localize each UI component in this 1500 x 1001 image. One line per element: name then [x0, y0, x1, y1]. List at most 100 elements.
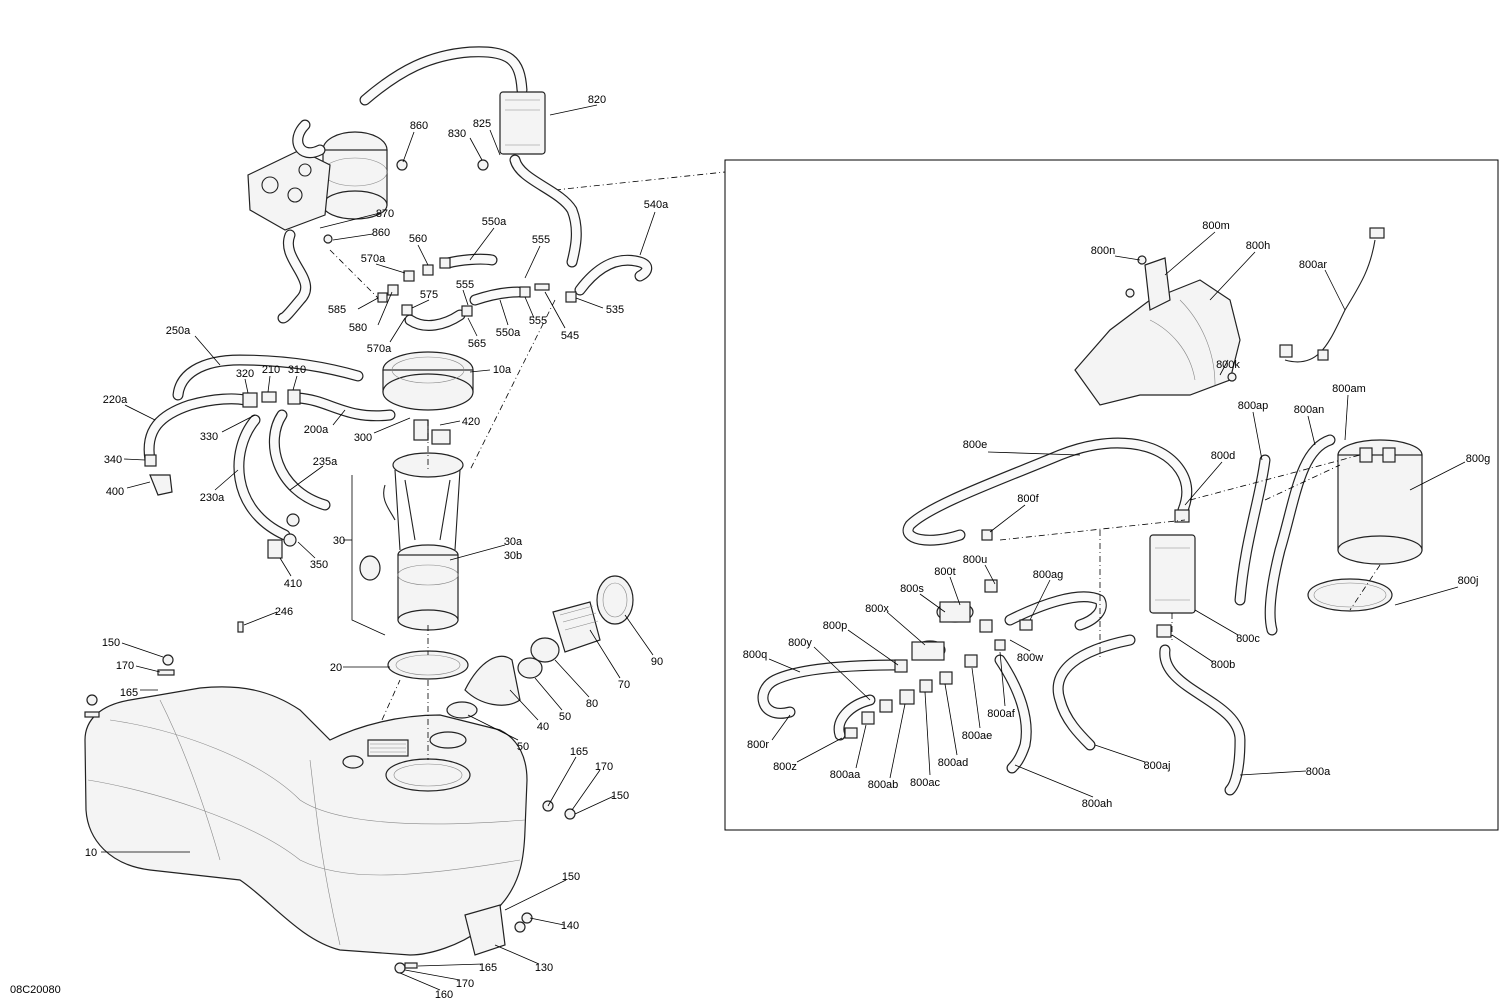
callout-label: 570a	[367, 343, 392, 355]
callout-labels: 820 825 830 860 870 860 550a 540a 560 555 570a 555 5…	[85, 94, 1490, 1001]
callout-label: 580	[349, 322, 367, 334]
assembly-path-lines	[329, 249, 1381, 760]
callout-label: 200a	[304, 424, 329, 436]
callout-label: 800p	[823, 620, 847, 632]
callout-label: 800e	[963, 439, 987, 451]
callout-label: 800s	[900, 583, 924, 595]
callout-label: 30b	[504, 550, 522, 562]
callout-label: 800am	[1332, 383, 1366, 395]
figure-code: 08C20080	[10, 984, 61, 996]
callout-label: 50	[517, 741, 529, 753]
vent-line-fittings	[377, 253, 653, 331]
callout-label: 400	[106, 486, 124, 498]
callout-label: 30	[333, 535, 345, 547]
callout-label: 246	[275, 606, 293, 618]
callout-label: 150	[611, 790, 629, 802]
callout-label: 20	[330, 662, 342, 674]
callout-label: 165	[570, 746, 588, 758]
callout-label: 170	[456, 978, 474, 990]
callout-label: 800k	[1216, 359, 1240, 371]
callout-label: 800z	[773, 761, 797, 773]
callout-label: 800t	[934, 566, 955, 578]
callout-label: 870	[376, 208, 394, 220]
leader-lines	[101, 104, 1466, 991]
callout-label: 30a	[504, 536, 523, 548]
callout-label: 800q	[743, 649, 767, 661]
detail-inset-frame	[724, 159, 1499, 831]
callout-label: 560	[409, 233, 427, 245]
callout-label: 165	[120, 687, 138, 699]
callout-label: 800ac	[910, 777, 940, 789]
callout-label: 545	[561, 330, 579, 342]
callout-label: 800g	[1466, 453, 1490, 465]
callout-label: 800ad	[938, 757, 969, 769]
callout-label: 800ah	[1082, 798, 1113, 810]
callout-label: 860	[372, 227, 390, 239]
callout-label: 800ae	[962, 730, 993, 742]
callout-label: 800h	[1246, 240, 1270, 252]
callout-label: 220a	[103, 394, 128, 406]
callout-label: 50	[559, 711, 571, 723]
callout-label: 585	[328, 304, 346, 316]
callout-label: 235a	[313, 456, 338, 468]
callout-label: 800u	[963, 554, 987, 566]
callout-label: 800ap	[1238, 400, 1269, 412]
callout-label: 800r	[747, 739, 769, 751]
callout-label: 10a	[493, 364, 512, 376]
callout-label: 150	[562, 871, 580, 883]
callout-label: 800af	[987, 708, 1015, 720]
callout-label: 800f	[1017, 493, 1039, 505]
evap-canister-assembly	[247, 46, 582, 324]
callout-label: 150	[102, 637, 120, 649]
callout-label: 800a	[1306, 766, 1331, 778]
callout-label: 800w	[1017, 652, 1043, 664]
callout-label: 70	[618, 679, 630, 691]
callout-label: 165	[479, 962, 497, 974]
callout-label: 825	[473, 118, 491, 130]
callout-label: 170	[116, 660, 134, 672]
callout-label: 830	[448, 128, 466, 140]
callout-label: 550a	[482, 216, 507, 228]
callout-label: 555	[532, 234, 550, 246]
callout-label: 410	[284, 578, 302, 590]
callout-label: 800ar	[1299, 259, 1327, 271]
fuel-hoses-left	[143, 354, 396, 633]
callout-label: 80	[586, 698, 598, 710]
callout-label: 800aj	[1144, 760, 1171, 772]
callout-label: 10	[85, 847, 97, 859]
callout-label: 800ag	[1033, 569, 1064, 581]
callout-label: 535	[606, 304, 624, 316]
callout-label: 320	[236, 368, 254, 380]
callout-label: 575	[420, 289, 438, 301]
callout-label: 310	[288, 364, 306, 376]
callout-label: 820	[588, 94, 606, 106]
callout-label: 565	[468, 338, 486, 350]
callout-label: 555	[456, 279, 474, 291]
callout-label: 800y	[788, 637, 812, 649]
callout-label: 170	[595, 761, 613, 773]
callout-label: 40	[537, 721, 549, 733]
callout-label: 130	[535, 962, 553, 974]
filler-neck-parts	[446, 575, 634, 719]
fuel-pump-module	[351, 351, 474, 680]
callout-label: 140	[561, 920, 579, 932]
inset-callout-line	[554, 171, 726, 191]
inset-parts	[757, 227, 1423, 796]
callout-label: 330	[200, 431, 218, 443]
callout-label: 250a	[166, 325, 191, 337]
callout-label: 90	[651, 656, 663, 668]
callout-label: 420	[462, 416, 480, 428]
callout-label: 540a	[644, 199, 669, 211]
callout-label: 800c	[1236, 633, 1260, 645]
callout-label: 160	[435, 989, 453, 1001]
callout-label: 800ab	[868, 779, 899, 791]
callout-label: 860	[410, 120, 428, 132]
callout-label: 550a	[496, 327, 521, 339]
callout-label: 800m	[1202, 220, 1230, 232]
callout-label: 800aa	[830, 769, 861, 781]
callout-label: 800d	[1211, 450, 1235, 462]
callout-label: 230a	[200, 492, 225, 504]
callout-label: 800an	[1294, 404, 1325, 416]
callout-label: 210	[262, 364, 280, 376]
